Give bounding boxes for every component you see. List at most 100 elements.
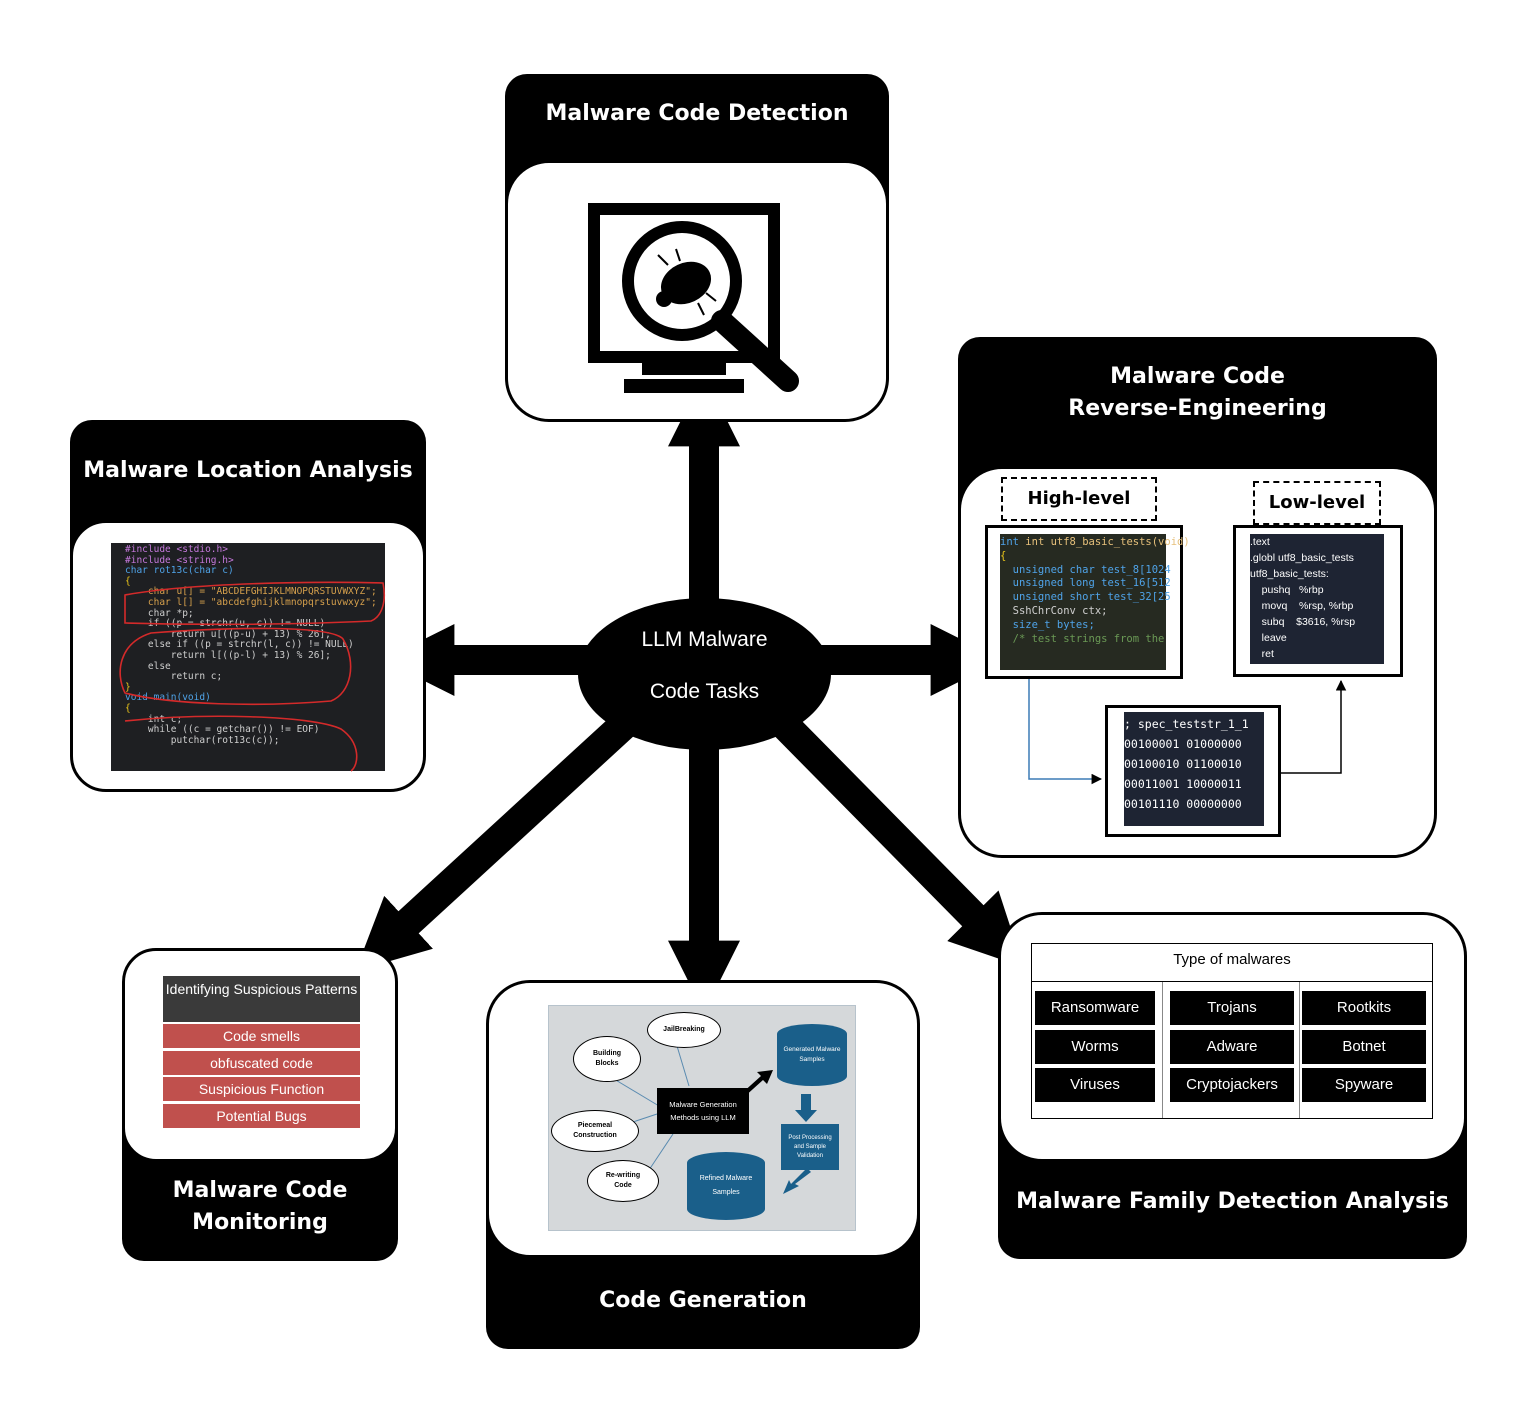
binary-frame: ; spec_teststr_1_1 00100001 01000000 001… [1105, 705, 1281, 837]
hl-line-6: size_t bytes; [1000, 618, 1095, 631]
red-annotation-marks [119, 581, 386, 772]
bin-line-2: 00100010 01100010 [1124, 757, 1242, 771]
gen-cylinder-refined-label: Refined Malware Samples [699, 1175, 753, 1196]
monitoring-header-label: Identifying Suspicious Patterns [165, 981, 358, 997]
tile-botnet: Botnet [1302, 1030, 1426, 1064]
family-title: Malware Family Detection Analysis [1016, 1189, 1449, 1214]
bin-line-3: 00011001 10000011 [1124, 777, 1242, 791]
ll-line-1: .globl utf8_basic_tests [1250, 552, 1354, 564]
gen-cylinder-refined: Refined Malware Samples [687, 1152, 765, 1220]
loc-line-15: } [125, 681, 131, 693]
generation-title: Code Generation [599, 1288, 807, 1313]
tile-adware: Adware [1170, 1030, 1294, 1064]
ll-line-7: ret [1250, 648, 1274, 660]
tile-worms: Worms [1035, 1030, 1155, 1064]
hl-line-4: unsigned short test_32[25 [1000, 591, 1171, 604]
low-level-label-box: Low-level [1253, 481, 1381, 525]
loc-line-17: void main(void) [125, 692, 211, 704]
ll-line-6: leave [1250, 632, 1287, 644]
tile-rootkits: Rootkits [1302, 991, 1426, 1025]
loc-line-1: #include <string.h> [125, 554, 234, 566]
generation-figure: JailBreaking Building Blocks Piecemeal C… [548, 1005, 856, 1231]
ll-line-3: pushq %rbp [1250, 584, 1324, 596]
detection-title: Malware Code Detection [545, 101, 849, 126]
generation-card: JailBreaking Building Blocks Piecemeal C… [486, 980, 920, 1258]
gen-cylinder-generated: Generated Malware Samples [777, 1024, 847, 1086]
gen-oval-jailbreaking: JailBreaking [647, 1012, 721, 1048]
arrow-down-left [355, 698, 651, 971]
ll-line-0: .text [1250, 536, 1270, 548]
ll-line-5: subq $3616, %rsp [1250, 616, 1356, 628]
monitoring-header: Identifying Suspicious Patterns [163, 976, 360, 1022]
loc-line-20: while ((c = getchar()) != EOF) [125, 724, 320, 736]
bin-line-4: 00101110 00000000 [1124, 797, 1242, 811]
reverse-title-line2: Reverse-Engineering [1068, 396, 1327, 421]
gen-oval-rewriting: Re-writing Code [587, 1160, 659, 1202]
gen-oval-jailbreaking-label: JailBreaking [663, 1026, 705, 1033]
gen-oval-building-blocks-label: Building Blocks [593, 1050, 621, 1067]
monitoring-item-obfuscated-code: obfuscated code [163, 1051, 360, 1075]
hl-line-5: SshChrConv ctx; [1000, 604, 1108, 617]
loc-line-6: char l[] = "abcdefghijklmnopqrstuvwxyz"; [125, 596, 377, 608]
hl-line-1: { [1000, 549, 1007, 562]
bin-line-1: 00100001 01000000 [1124, 737, 1242, 751]
high-level-label: High-level [1027, 488, 1131, 509]
gen-post-box: Post Processing and Sample Validation [781, 1124, 839, 1170]
monitoring-item-suspicious-function: Suspicious Function [163, 1077, 360, 1101]
hl-line-0: int int utf8_basic_tests(void) [1000, 536, 1190, 548]
bin-line-0: ; spec_teststr_1_1 [1124, 717, 1249, 731]
monitoring-item-potential-bugs: Potential Bugs [163, 1104, 360, 1128]
gen-oval-piecemeal: Piecemeal Construction [551, 1110, 639, 1152]
table-divider-1 [1162, 982, 1163, 1118]
high-level-label-box: High-level [1001, 477, 1157, 521]
reverse-card: High-level Low-level int int utf8_basic_… [958, 466, 1437, 858]
monitoring-title-line2: Monitoring [192, 1210, 328, 1235]
ll-line-4: movq %rsp, %rbp [1250, 600, 1354, 612]
loc-line-21: putchar(rot13c(c)); [125, 734, 280, 746]
gen-oval-piecemeal-label: Piecemeal Construction [573, 1122, 617, 1139]
loc-line-7: char *p; [125, 607, 194, 619]
ll-line-2: utf8_basic_tests: [1250, 568, 1329, 580]
loc-line-12: return l[((p-l) + 13) % 26]; [125, 649, 331, 661]
monitoring-title-line1: Malware Code [172, 1178, 348, 1203]
loc-line-14: return c; [125, 671, 223, 683]
loc-line-11: else if ((p = strchr(l, c)) != NULL) [125, 639, 354, 651]
table-header: Type of malwares [1032, 944, 1432, 982]
gen-center-box-label: Malware Generation Methods using LLM [669, 1100, 737, 1122]
center-label-line1: LLM Malware [641, 628, 768, 651]
gen-center-box: Malware Generation Methods using LLM [657, 1088, 749, 1134]
gen-post-box-label: Post Processing and Sample Validation [788, 1134, 832, 1159]
generation-connectors [608, 1045, 817, 1194]
tile-cryptojackers: Cryptojackers [1170, 1068, 1294, 1102]
monitoring-item-code-smells: Code smells [163, 1024, 360, 1048]
monitor-magnifier-bug-icon [588, 203, 799, 393]
high-level-frame: int int utf8_basic_tests(void) { unsigne… [985, 525, 1190, 679]
loc-line-10: return u[((p-u) + 13) % 26]; [125, 628, 331, 640]
tile-ransomware: Ransomware [1035, 991, 1155, 1025]
hl-line-2: unsigned char test_8[1024 [1000, 563, 1171, 576]
hl-line-3: unsigned long test_16[512 [1000, 577, 1171, 590]
loc-line-18: { [125, 702, 131, 714]
tile-spyware: Spyware [1302, 1068, 1426, 1102]
location-code-block: #include <stdio.h> #include <string.h> c… [111, 543, 385, 771]
detection-card [505, 160, 889, 422]
center-label-line2: Code Tasks [649, 680, 760, 703]
low-level-frame: .text .globl utf8_basic_tests utf8_basic… [1233, 525, 1403, 677]
loc-line-4: { [125, 575, 131, 587]
table-divider-2 [1299, 982, 1300, 1118]
reverse-title-line1: Malware Code [1110, 364, 1285, 389]
gen-oval-building-blocks: Building Blocks [573, 1036, 641, 1082]
location-title: Malware Location Analysis [83, 458, 413, 483]
low-level-code: .text .globl utf8_basic_tests utf8_basic… [1250, 534, 1384, 664]
gen-oval-rewriting-label: Re-writing Code [605, 1172, 641, 1189]
loc-line-5: char u[] = "ABCDEFGHIJKLMNOPQRSTUVWXYZ"; [125, 586, 377, 598]
location-card: #include <stdio.h> #include <string.h> c… [70, 520, 426, 792]
tile-viruses: Viruses [1035, 1068, 1155, 1102]
reverse-flow-connectors [1028, 679, 1347, 785]
high-level-code: int int utf8_basic_tests(void) { unsigne… [1000, 534, 1190, 670]
hl-line-8: /* test strings from the [1000, 632, 1165, 645]
tile-trojans: Trojans [1170, 991, 1294, 1025]
arrow-down-right [759, 699, 1024, 968]
gen-cylinder-generated-label: Generated Malware Samples [783, 1046, 841, 1063]
